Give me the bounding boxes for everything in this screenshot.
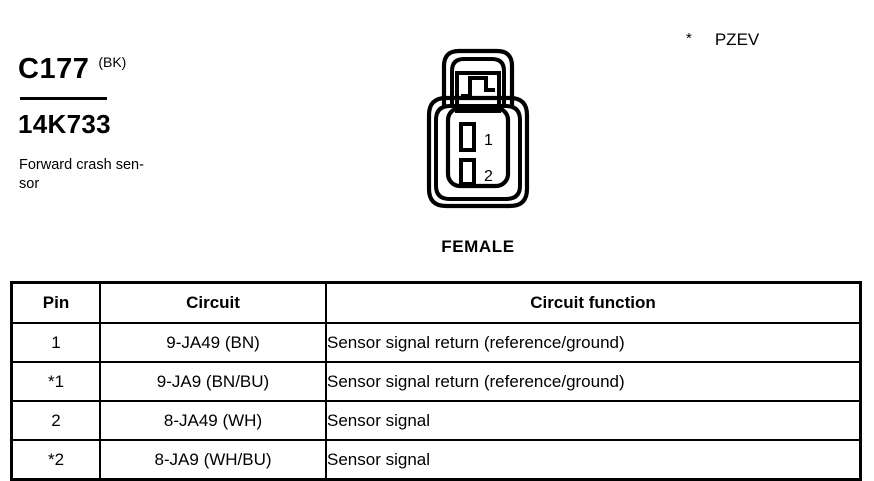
cell-pin: 1 [10, 322, 101, 363]
connector-neck-outer [441, 48, 515, 108]
connector-code: C177 [18, 53, 90, 85]
connector-description: Forward crash sen-sor [19, 157, 144, 192]
cell-pin: *1 [10, 361, 101, 402]
pzev-label: PZEV [714, 30, 760, 49]
connector-diagram-icon: 1 2 [426, 48, 530, 209]
pin-cavity-2 [459, 158, 476, 186]
pin-cavity-1 [459, 122, 476, 152]
connector-code-underline [20, 97, 107, 100]
connector-figure: 1 2 FEMALE [408, 40, 548, 260]
connector-latch-tab [461, 76, 495, 98]
cell-pin: 2 [10, 400, 101, 441]
table-header-row: Pin Circuit Circuit function [10, 281, 862, 324]
connector-gender-label: FEMALE [441, 237, 515, 256]
cell-function: Sensor signal [325, 400, 862, 441]
pin-number-1-label: 1 [484, 132, 493, 149]
pzev-note: * PZEV [686, 30, 759, 50]
cell-function: Sensor signal return (reference/ground) [325, 361, 862, 402]
pin-table-header: Pin Circuit Circuit function [10, 281, 862, 324]
column-header-circuit: Circuit [99, 281, 327, 324]
cell-circuit: 9-JA9 (BN/BU) [99, 361, 327, 402]
column-header-pin: Pin [10, 281, 101, 324]
pin-number-2-label: 2 [484, 168, 493, 185]
cell-circuit: 9-JA49 (BN) [99, 322, 327, 363]
asterisk-marker-icon: * [686, 30, 692, 47]
cell-circuit: 8-JA49 (WH) [99, 400, 327, 441]
column-header-function: Circuit function [325, 281, 862, 324]
connector-outer-shell [426, 95, 530, 209]
connector-color-code: (BK) [98, 54, 127, 70]
connector-pin-body [445, 105, 511, 189]
connector-code-row: C177 (BK) [18, 52, 248, 92]
connector-latch-window [455, 71, 501, 113]
cell-function: Sensor signal return (reference/ground) [325, 322, 862, 363]
cell-circuit: 8-JA9 (WH/BU) [99, 439, 327, 481]
cell-function: Sensor signal [325, 439, 862, 481]
connector-part-number: 14K733 [18, 109, 111, 139]
connector-identification-block: C177 (BK) 14K733 Forward crash sen-sor [18, 52, 248, 192]
connector-neck-inner [450, 57, 506, 106]
cell-pin: *2 [10, 439, 101, 481]
